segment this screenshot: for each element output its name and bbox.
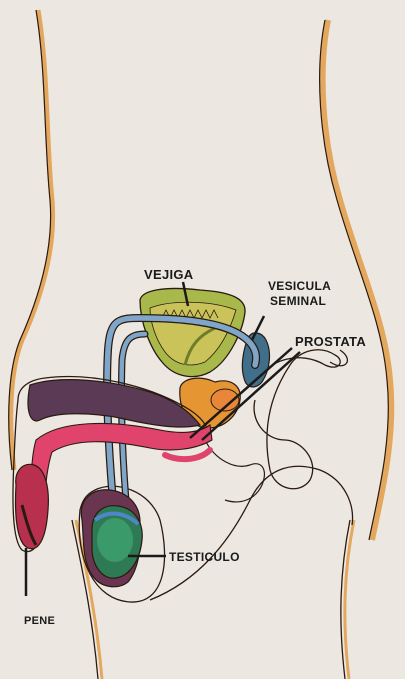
label-vejiga: VEJIGA xyxy=(144,267,194,282)
label-pene: PENE xyxy=(24,615,55,627)
label-vesicula: VESICULA xyxy=(268,279,331,293)
label-prostata: PROSTATA xyxy=(295,334,366,349)
testicle-highlight xyxy=(97,518,133,562)
label-seminal: SEMINAL xyxy=(270,294,326,308)
label-testiculo: TESTICULO xyxy=(169,550,240,564)
